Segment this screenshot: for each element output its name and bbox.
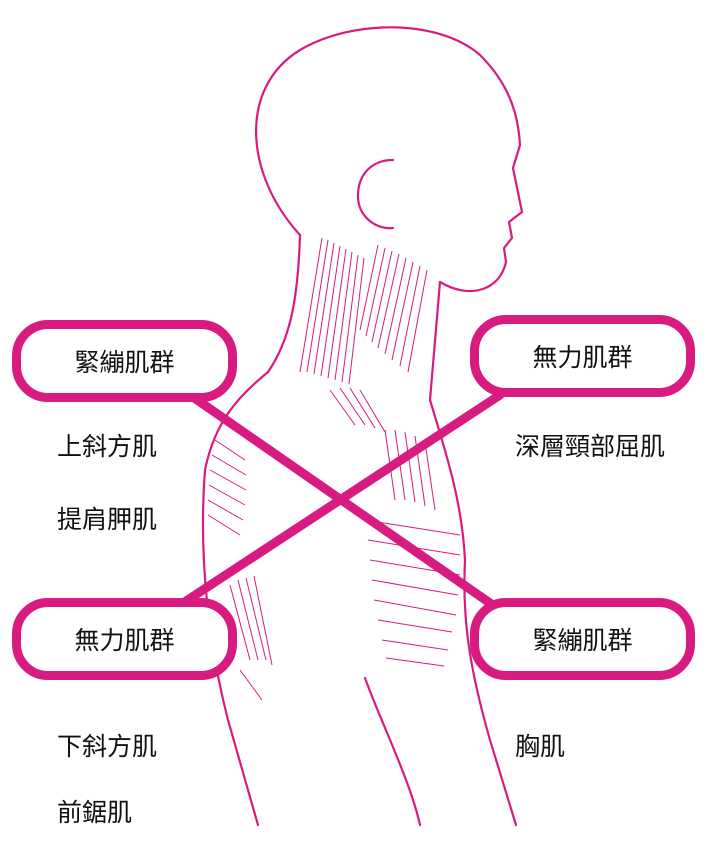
weak-muscle-group-label-bottom-left: 無力肌群 (12, 598, 237, 680)
connector-lines (175, 390, 505, 615)
head-outline (255, 26, 524, 293)
neck-front-line (428, 280, 442, 402)
group-title: 無力肌群 (74, 626, 175, 655)
weak-muscle-group-label-top-right: 無力肌群 (470, 315, 695, 397)
muscle-fibers (207, 237, 461, 701)
tight-muscle-group-label-bottom-right: 緊繃肌群 (470, 598, 695, 680)
connector-topright-bottomleft (175, 390, 505, 610)
torso-lower-line (363, 676, 422, 827)
muscle-label-pectorals: 胸肌 (515, 732, 566, 761)
muscle-label-serratus-anterior: 前鋸肌 (57, 798, 133, 827)
muscle-label-lower-trapezius: 下斜方肌 (57, 732, 158, 761)
muscle-label-levator-scapulae: 提肩胛肌 (57, 505, 158, 534)
muscle-label-upper-trapezius: 上斜方肌 (57, 432, 158, 461)
muscle-label-deep-neck-flexors: 深層頸部屈肌 (515, 432, 666, 461)
group-title: 緊繃肌群 (74, 348, 175, 377)
neck-back-line (266, 233, 302, 374)
group-title: 緊繃肌群 (532, 626, 633, 655)
connector-topleft-bottomright (185, 390, 505, 615)
tight-muscle-group-label-top-left: 緊繃肌群 (12, 320, 237, 402)
chest-contour (428, 398, 518, 827)
group-title: 無力肌群 (532, 343, 633, 372)
ear-outline (356, 158, 395, 230)
